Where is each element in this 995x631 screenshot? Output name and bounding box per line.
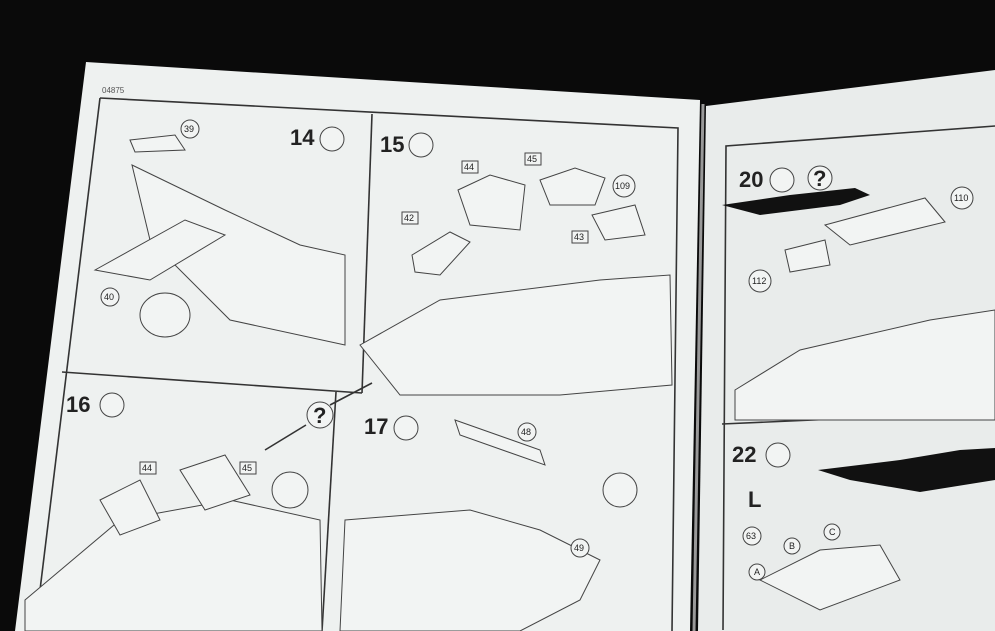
letter-A: A <box>754 567 760 577</box>
step-22: 22 <box>732 442 756 467</box>
silhouette-22 <box>818 448 995 492</box>
step-15: 15 <box>380 132 404 157</box>
sheet-code: 04875 <box>102 86 125 95</box>
part-45: 45 <box>242 463 252 473</box>
callout-line <box>329 382 373 406</box>
glue-icon <box>99 392 125 418</box>
part-callouts: 39 40 42 43 44 45 109 110 112 44 45 48 4… <box>100 119 974 581</box>
page-gutter <box>692 103 705 631</box>
letter-B: B <box>789 541 795 551</box>
part-44: 44 <box>142 463 152 473</box>
panel-border-top <box>99 97 679 631</box>
glue-icon <box>765 442 791 468</box>
question-icon <box>306 401 334 429</box>
part-109-drawing <box>591 204 646 241</box>
question-mark: ? <box>313 403 326 428</box>
part-63: 63 <box>746 531 756 541</box>
part-43: 43 <box>574 232 584 242</box>
part-39-drawing <box>129 134 186 153</box>
glue-icon <box>769 167 795 193</box>
canopy-44-drawing <box>457 174 526 231</box>
panel-border-left <box>34 97 101 631</box>
part-39: 39 <box>184 124 194 134</box>
step-20: 20 <box>739 167 763 192</box>
silhouette-20 <box>722 188 870 215</box>
horizontal-stabilizer-drawing <box>93 219 227 281</box>
right-panel-border <box>722 125 995 631</box>
intake-face-drawing <box>602 472 638 508</box>
question-icon <box>807 165 833 191</box>
panel-divider-horizontal <box>61 371 363 394</box>
panel-divider-16-17 <box>321 391 337 631</box>
letter-L: L <box>748 487 761 512</box>
part-44: 44 <box>464 162 474 172</box>
fuselage-15-drawing <box>359 274 673 396</box>
part-110: 110 <box>954 193 968 203</box>
part-48-drawing <box>454 419 546 466</box>
canopy-16-44 <box>99 479 161 536</box>
part-49: 49 <box>574 543 584 553</box>
part-109: 109 <box>615 181 630 191</box>
part-110-drawing <box>823 197 946 246</box>
step-16: 16 <box>66 392 90 417</box>
clock-icon <box>271 471 309 509</box>
canopy-glass-42 <box>411 231 471 276</box>
glue-icon <box>393 415 419 441</box>
part-112-drawing <box>784 239 831 273</box>
canopy-45-drawing <box>539 167 606 206</box>
part-48: 48 <box>521 427 531 437</box>
rear-fuselage-17 <box>339 509 601 631</box>
part-112: 112 <box>752 276 766 286</box>
letter-C: C <box>829 527 836 537</box>
canopy-16-45 <box>179 454 251 511</box>
nose-22-drawing <box>758 544 901 611</box>
step-17: 17 <box>364 414 388 439</box>
fuselage-20-drawing <box>734 309 995 421</box>
glue-icon <box>319 126 345 152</box>
callout-line <box>264 424 307 451</box>
question-mark: ? <box>813 166 826 191</box>
glue-icon <box>408 132 434 158</box>
part-45: 45 <box>527 154 537 164</box>
part-40: 40 <box>104 292 114 302</box>
part-42: 42 <box>404 213 414 223</box>
step-14: 14 <box>290 125 315 150</box>
exhaust-nozzles-drawing <box>139 292 191 338</box>
